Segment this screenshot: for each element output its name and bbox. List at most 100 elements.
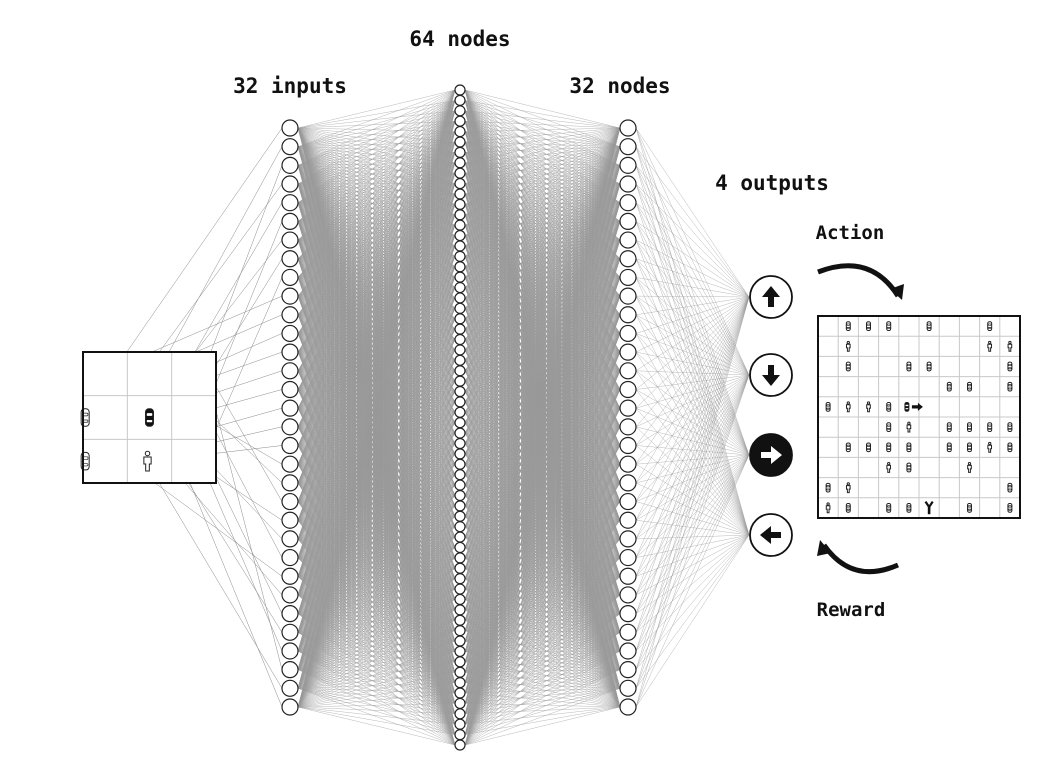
inputs-to-hidden1-connections bbox=[297, 89, 456, 746]
car-icon bbox=[1007, 482, 1013, 493]
hidden1-node bbox=[454, 562, 466, 574]
car-icon bbox=[987, 321, 993, 331]
hidden1-node bbox=[454, 593, 466, 606]
hidden1-node bbox=[454, 250, 466, 262]
hidden2-node bbox=[619, 492, 637, 511]
hidden2-node bbox=[619, 548, 637, 567]
car-icon bbox=[825, 482, 831, 493]
agent-car-icon bbox=[904, 402, 910, 412]
hidden2-node bbox=[619, 455, 637, 473]
hidden1-node bbox=[454, 500, 466, 512]
input-node bbox=[281, 474, 299, 492]
input-node bbox=[281, 679, 299, 697]
car-icon bbox=[906, 462, 912, 473]
output-node-right bbox=[749, 433, 793, 477]
hidden1-node bbox=[454, 635, 466, 647]
action-label: Action bbox=[816, 222, 885, 244]
person-icon bbox=[1007, 340, 1013, 352]
hidden2-to-output-connections bbox=[635, 127, 750, 708]
hidden1-to-hidden2-connections bbox=[464, 89, 621, 746]
hidden1-node bbox=[454, 354, 466, 366]
car-icon bbox=[906, 442, 912, 453]
hidden1-node bbox=[454, 656, 466, 668]
hidden1-node bbox=[454, 417, 466, 429]
car-icon bbox=[926, 361, 932, 372]
action-arrowhead bbox=[890, 284, 904, 300]
output-node-left bbox=[749, 513, 793, 557]
car-icon bbox=[906, 503, 912, 513]
hidden2-node bbox=[619, 138, 637, 156]
input-node bbox=[281, 231, 299, 249]
hidden1-node bbox=[454, 333, 466, 346]
reward-label: Reward bbox=[817, 599, 886, 621]
hidden2-node bbox=[619, 231, 637, 249]
input-node bbox=[281, 642, 299, 660]
input-node bbox=[281, 306, 299, 324]
input-node bbox=[281, 698, 299, 716]
car-icon bbox=[886, 402, 892, 412]
hidden1-node bbox=[454, 313, 466, 325]
hidden2-node bbox=[619, 380, 637, 399]
person-icon bbox=[143, 450, 152, 472]
action-arrow bbox=[817, 263, 901, 298]
hidden2-node bbox=[619, 679, 637, 697]
input-connection bbox=[116, 127, 283, 368]
input-node bbox=[281, 455, 299, 473]
hidden1-node bbox=[454, 531, 466, 543]
person-icon bbox=[845, 482, 851, 494]
car-icon bbox=[845, 503, 851, 513]
hidden1-node bbox=[454, 666, 466, 678]
hidden2-node bbox=[619, 436, 637, 455]
hidden2-node bbox=[619, 605, 637, 623]
hidden1-node bbox=[454, 125, 466, 138]
person-icon bbox=[886, 462, 892, 473]
car-icon bbox=[967, 422, 972, 432]
hidden2-label: 32 nodes bbox=[569, 74, 670, 98]
input-node bbox=[281, 119, 299, 137]
hidden1-node bbox=[454, 281, 466, 294]
car-icon bbox=[845, 442, 851, 453]
environment-grid bbox=[817, 315, 1021, 519]
hidden1-node bbox=[454, 729, 466, 741]
input-connection bbox=[204, 445, 283, 455]
hidden2-node bbox=[619, 362, 637, 380]
hidden1-node bbox=[454, 625, 466, 637]
car-icon bbox=[886, 422, 892, 432]
hidden2-node bbox=[619, 418, 637, 436]
input-node bbox=[281, 362, 299, 380]
output-node-up bbox=[749, 275, 793, 319]
input-node bbox=[281, 567, 299, 585]
input-connection bbox=[204, 165, 283, 368]
input-connection bbox=[204, 367, 283, 670]
input-connection bbox=[204, 333, 283, 368]
car-icon bbox=[1007, 442, 1013, 453]
car-icon bbox=[946, 442, 952, 453]
hidden1-node bbox=[454, 573, 466, 585]
environment-frame bbox=[817, 315, 1021, 519]
inputs-label: 32 inputs bbox=[233, 74, 347, 98]
hidden1-node bbox=[454, 261, 466, 273]
car-icon bbox=[1007, 503, 1013, 513]
hidden1-node bbox=[454, 510, 466, 522]
hidden1-node bbox=[454, 677, 466, 689]
input-connection bbox=[204, 389, 283, 412]
hidden1-node bbox=[454, 229, 466, 242]
hidden1-node bbox=[454, 323, 466, 335]
hidden2-node bbox=[619, 287, 637, 305]
input-node bbox=[281, 175, 299, 193]
car-icon bbox=[1007, 381, 1013, 392]
input-node bbox=[281, 399, 299, 417]
input-node bbox=[281, 212, 299, 230]
hidden1-node bbox=[454, 219, 466, 231]
hidden1-node bbox=[454, 406, 466, 418]
outputs-label: 4 outputs bbox=[715, 171, 829, 195]
car-icon bbox=[926, 321, 932, 331]
input-node bbox=[281, 530, 299, 548]
hidden1-node bbox=[454, 177, 466, 190]
hidden1-node bbox=[454, 583, 466, 595]
input-connection bbox=[160, 146, 283, 368]
person-icon bbox=[845, 340, 851, 352]
input-node bbox=[281, 548, 299, 567]
output-nodes bbox=[749, 275, 793, 557]
